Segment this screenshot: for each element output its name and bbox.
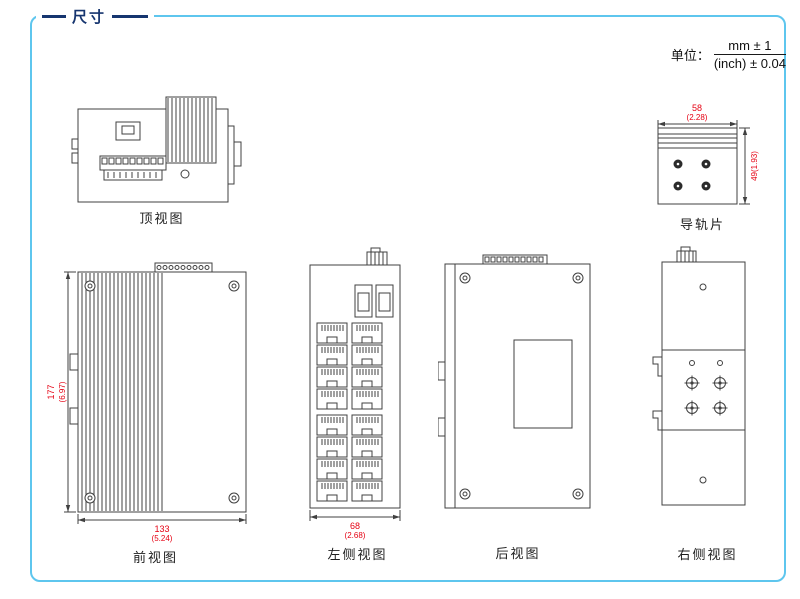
unit-tolerance: mm ± 1 (inch) ± 0.04	[713, 38, 786, 71]
din-clip-hooks	[652, 356, 662, 431]
title-rule-left	[42, 14, 66, 18]
rj45-port-grid	[316, 322, 383, 502]
rj45-port	[115, 121, 141, 141]
page-border	[30, 15, 786, 582]
plate-screw	[712, 400, 728, 416]
corner-screw	[459, 488, 471, 500]
right-side-view-drawing	[652, 246, 746, 506]
rail-clip-label: 导轨片	[679, 217, 725, 232]
power-connector	[366, 247, 388, 266]
front-height-mm: 177	[46, 384, 56, 399]
front-view-label: 前视图	[132, 550, 178, 565]
plate-screw	[684, 375, 700, 391]
page-title: 尺寸	[72, 8, 107, 26]
reset-hole	[180, 169, 190, 179]
corner-screw	[84, 492, 96, 504]
front-height-inch: (6.97)	[58, 381, 67, 402]
din-clip-tabs	[438, 361, 445, 437]
label-plate	[513, 339, 573, 429]
right-side-view-label: 右侧视图	[677, 547, 738, 562]
power-connector	[676, 246, 697, 263]
unit-label: 单位：	[670, 48, 710, 63]
left-width-mm: 68	[350, 521, 360, 531]
corner-screw	[228, 492, 240, 504]
unit-mm-tolerance: mm ± 1	[728, 38, 772, 53]
top-view-drawing	[71, 96, 242, 203]
right-side-view: 右侧视图	[650, 245, 765, 563]
corner-screw	[572, 488, 584, 500]
din-clip-tabs	[69, 353, 78, 425]
rivets	[673, 159, 711, 191]
front-view-drawing: 177 (6.97) 133 (5.24)	[46, 262, 247, 543]
left-side-view-label: 左侧视图	[327, 547, 388, 562]
rear-view-label: 后视图	[495, 546, 541, 561]
unit-inch-tolerance: (inch) ± 0.04	[713, 54, 786, 71]
vent-fins	[167, 98, 213, 162]
rear-view-drawing	[438, 254, 591, 509]
unit-note: 单位： mm ± 1 (inch) ± 0.04	[590, 38, 786, 71]
left-width-inch: (2.68)	[345, 531, 366, 540]
rail-width-mm: 58	[692, 103, 702, 113]
vent-hole	[699, 283, 707, 291]
plate-screw	[684, 400, 700, 416]
front-width-inch: (5.24)	[152, 534, 173, 543]
corner-screw	[572, 272, 584, 284]
page-title-block: 尺寸	[36, 6, 155, 26]
rail-clip-drawing: 58 (2.28) 49(1.93)	[657, 103, 759, 205]
vent-hole	[699, 476, 707, 484]
title-rule-right	[112, 14, 149, 18]
corner-screw	[228, 280, 240, 292]
left-side-view-drawing: 68 (2.68)	[309, 247, 401, 540]
terminal-block	[154, 262, 213, 273]
corner-screw	[459, 272, 471, 284]
sfp-slots	[354, 284, 394, 318]
left-side-view: 68 (2.68) 左侧视图	[295, 245, 420, 563]
heatsink-fins	[81, 273, 163, 511]
corner-screw	[84, 280, 96, 292]
plate-screw	[712, 375, 728, 391]
top-view: 顶视图	[62, 92, 262, 227]
top-view-label: 顶视图	[139, 211, 185, 226]
rail-height-dim: 49(1.93)	[750, 151, 759, 181]
rail-clip-view: 58 (2.28) 49(1.93) 导轨片	[645, 100, 760, 233]
terminal-block	[482, 254, 548, 265]
rear-view: 后视图	[438, 250, 598, 562]
front-view: 177 (6.97) 133 (5.24) 前视图	[38, 258, 273, 566]
front-width-mm: 133	[154, 524, 169, 534]
rail-width-inch: (2.28)	[687, 113, 708, 122]
terminal-block	[99, 155, 167, 181]
